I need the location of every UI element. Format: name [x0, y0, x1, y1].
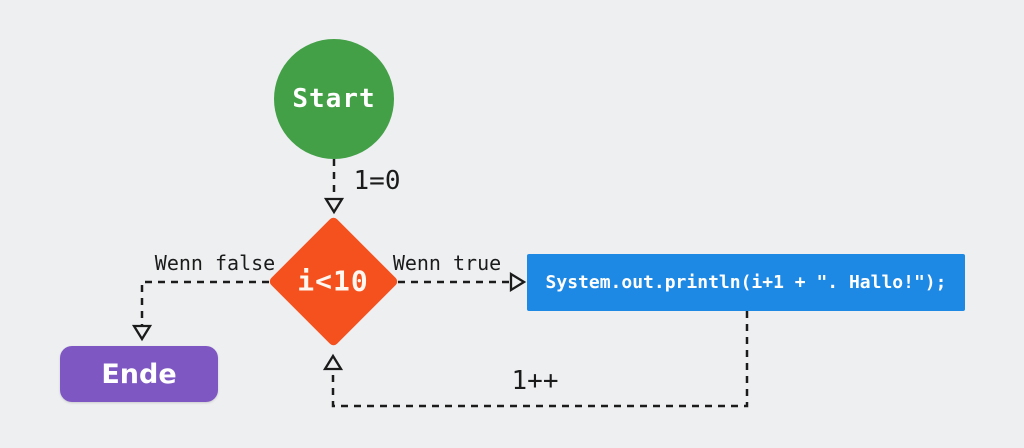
end-node: Ende: [60, 346, 218, 402]
edge-label-loop-back: 1++: [511, 366, 559, 396]
condition-node-label: i<10: [297, 264, 369, 298]
edge-label-false-branch: Wenn false: [154, 251, 276, 275]
arrowhead-init: [323, 197, 345, 215]
start-node: Start: [274, 39, 394, 159]
arrowhead-loop-back: [322, 353, 344, 371]
edge-label-true-branch: Wenn true: [392, 251, 502, 275]
process-node: System.out.println(i+1 + ". Hallo!");: [527, 254, 965, 311]
process-node-label: System.out.println(i+1 + ". Hallo!");: [545, 272, 947, 293]
arrowhead-false-branch: [131, 324, 153, 342]
edge-label-init: 1=0: [353, 166, 401, 196]
start-node-label: Start: [292, 84, 376, 114]
end-node-label: Ende: [101, 358, 177, 390]
arrow-false-branch: [140, 280, 269, 326]
arrowhead-true-branch: [509, 271, 527, 293]
